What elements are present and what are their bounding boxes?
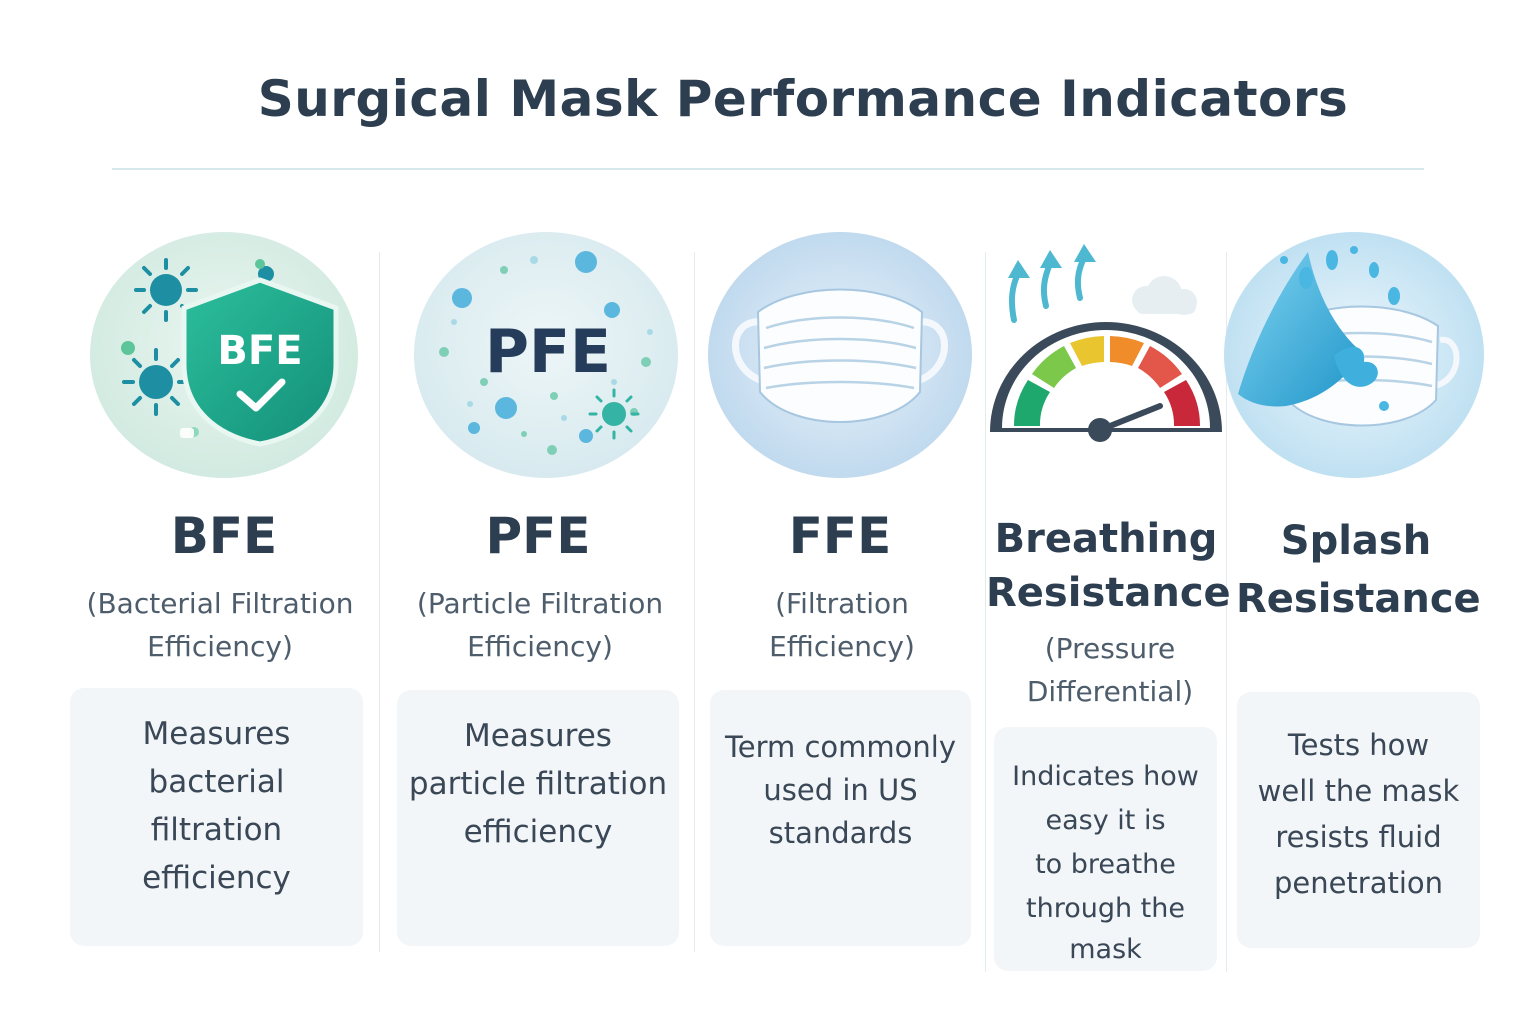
indicator-name: PFE xyxy=(485,507,591,565)
indicator-name: FFE xyxy=(788,507,892,565)
indicator-name: Splash Resistance xyxy=(1236,518,1481,622)
column-divider xyxy=(1226,252,1227,972)
description-card: Tests how well the mask resists fluid pe… xyxy=(1237,692,1480,948)
water-splash-mask-icon xyxy=(1224,230,1484,480)
column-divider xyxy=(694,252,695,952)
description-card: Measures bacterial filtration efficiency xyxy=(70,688,363,946)
description-card: Indicates how easy it is to breathe thro… xyxy=(994,727,1217,971)
column-divider xyxy=(985,252,986,972)
indicator-name: Breathing Resistance xyxy=(986,516,1231,616)
shield-check-bacteria-icon: BFE xyxy=(90,232,358,478)
indicator-subtitle: (Particle Filtration Efficiency) xyxy=(416,587,664,663)
particles-icon: PFE xyxy=(414,232,678,478)
particles-label: PFE xyxy=(485,317,611,387)
page-title: Surgical Mask Performance Indicators xyxy=(257,70,1349,128)
indicator-subtitle: (Filtration Efficiency) xyxy=(769,587,915,663)
indicator-subtitle: (Pressure Differential) xyxy=(1026,632,1194,708)
title-divider xyxy=(112,168,1424,170)
description-card: Term commonly used in US standards xyxy=(710,690,971,946)
pressure-gauge-icon xyxy=(986,240,1226,450)
indicator-name: BFE xyxy=(170,507,278,565)
description-card: Measures particle filtration efficiency xyxy=(397,690,679,946)
surgical-mask-icon xyxy=(708,232,972,478)
column-divider xyxy=(379,252,380,952)
shield-label: BFE xyxy=(217,328,302,374)
indicator-subtitle: (Bacterial Filtration Efficiency) xyxy=(86,587,354,663)
